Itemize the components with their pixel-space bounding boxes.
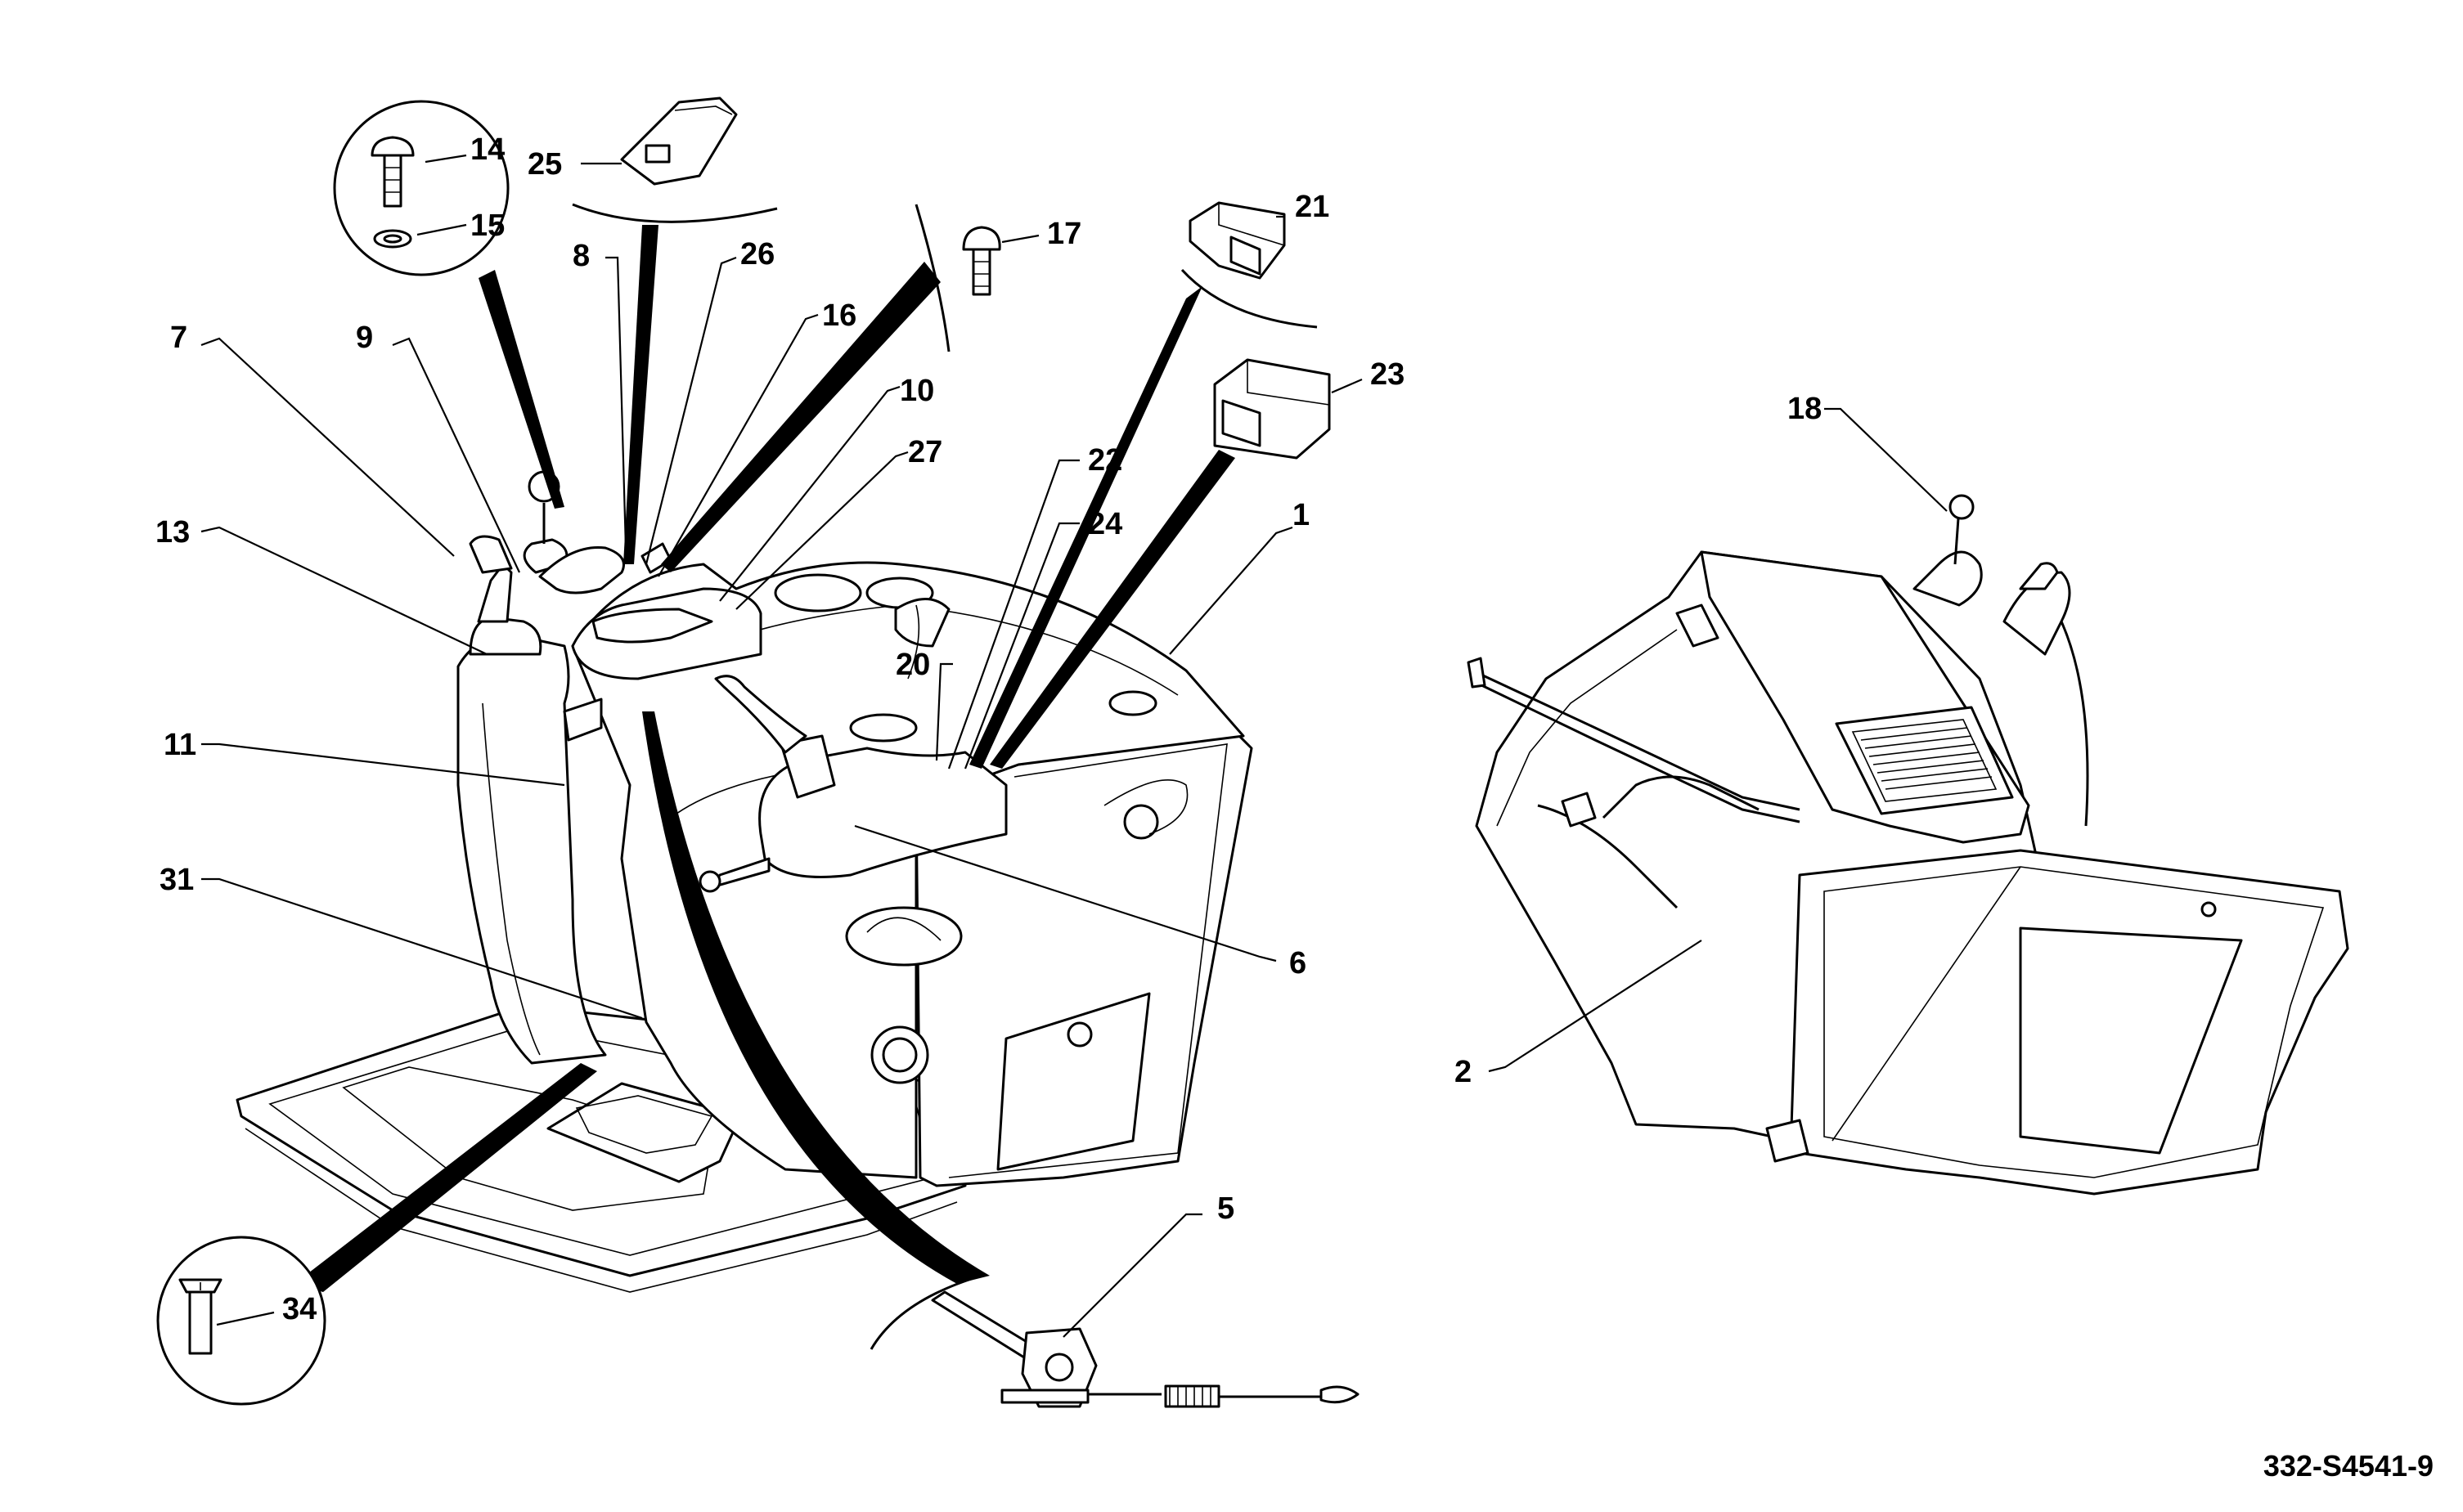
callout-24: 24 xyxy=(1088,507,1122,541)
left-control-tower xyxy=(456,632,607,1065)
lever-5 xyxy=(931,1290,1040,1363)
detail-bubble-14-15 xyxy=(333,100,510,276)
callout-20: 20 xyxy=(896,648,930,682)
left-console-assembly xyxy=(236,470,1253,1293)
callout-5: 5 xyxy=(1217,1191,1234,1226)
callout-1: 1 xyxy=(1292,498,1310,532)
callout-7: 7 xyxy=(170,321,187,355)
callout-9: 9 xyxy=(356,321,373,355)
detail-item-25 xyxy=(572,96,778,223)
callout-31: 31 xyxy=(160,863,194,897)
callout-14: 14 xyxy=(470,132,505,167)
detail-bubble-34 xyxy=(156,1236,326,1406)
detail-item-17 xyxy=(962,226,1001,296)
switch-25 xyxy=(620,96,738,186)
callout-16: 16 xyxy=(822,298,856,333)
callout-11: 11 xyxy=(164,728,196,762)
callout-22: 22 xyxy=(1088,443,1122,478)
callout-25: 25 xyxy=(528,147,562,182)
leader-lines xyxy=(200,154,1948,1338)
callout-2: 2 xyxy=(1454,1055,1472,1089)
detail-wedges xyxy=(294,225,1235,1292)
callout-6: 6 xyxy=(1289,946,1306,980)
callout-26: 26 xyxy=(740,237,775,271)
drawing-reference: 332-S4541-9 xyxy=(2263,1449,2434,1483)
right-canopy-assembly xyxy=(1467,494,2349,1196)
callout-13: 13 xyxy=(155,515,190,550)
callout-labels: 1 2 5 6 7 8 9 10 11 13 14 15 16 17 18 20… xyxy=(155,132,1822,1326)
callout-34: 34 xyxy=(282,1292,317,1326)
callout-17: 17 xyxy=(1047,217,1081,251)
callout-21: 21 xyxy=(1295,190,1329,224)
bolt-14 xyxy=(371,136,415,157)
detail-item-5 xyxy=(870,1274,1360,1408)
callout-27: 27 xyxy=(908,435,942,469)
detail-arc-16 xyxy=(915,204,951,352)
callout-23: 23 xyxy=(1370,357,1405,392)
callout-18: 18 xyxy=(1787,392,1822,426)
detail-item-23 xyxy=(1213,358,1331,460)
callout-10: 10 xyxy=(900,374,934,408)
callout-8: 8 xyxy=(573,239,590,273)
foot-plate xyxy=(546,1082,742,1183)
detail-item-21 xyxy=(1180,201,1318,329)
callout-15: 15 xyxy=(470,209,505,243)
bolt-17 xyxy=(962,226,1001,251)
